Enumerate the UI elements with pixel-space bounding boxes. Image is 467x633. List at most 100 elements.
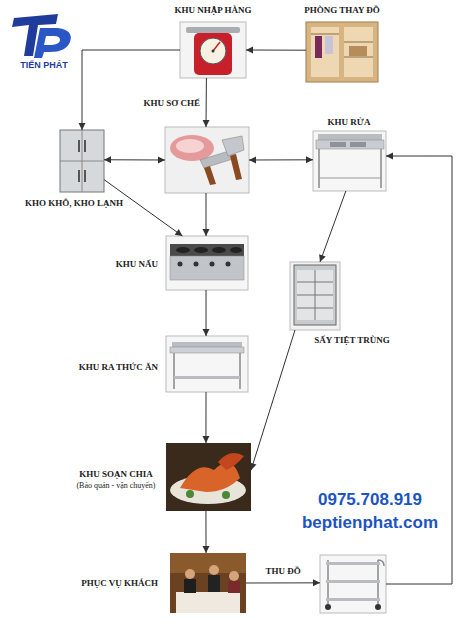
steel-table-picture [172, 342, 242, 347]
arrow-head [386, 153, 393, 160]
flow-arrow [203, 290, 210, 336]
stove-picture [178, 262, 183, 267]
restaurant-picture [170, 553, 246, 573]
sterilizer-picture [315, 270, 316, 320]
wardrobe-picture [315, 36, 322, 58]
stove-picture [194, 247, 208, 253]
cart-picture [325, 604, 331, 610]
area-label: KHU NHẬP HÀNG [175, 5, 252, 16]
restaurant-picture [208, 575, 220, 592]
area-node: KHU RA THỨC ĂN [166, 336, 248, 392]
fridge-picture [78, 140, 80, 152]
steel-table-picture [166, 336, 248, 392]
arrow-head [175, 229, 183, 236]
flow-line [251, 330, 295, 470]
sink-picture [350, 142, 366, 147]
area-label: KHU SOẠN CHIA [79, 469, 153, 480]
area-node: SẤY TIỆT TRÙNG [290, 262, 340, 330]
area-label: KHU SƠ CHẾ [143, 98, 200, 109]
brand-name: TIẾN PHÁT [20, 60, 68, 71]
flow-line [205, 392, 206, 443]
cart-picture [326, 598, 380, 601]
wardrobe-picture [325, 36, 333, 54]
arrow-head [313, 579, 320, 586]
arrow-head [319, 254, 326, 262]
sink-picture [319, 178, 381, 179]
area-label: SẤY TIỆT TRÙNG [314, 335, 390, 346]
restaurant-picture [176, 592, 240, 613]
flow-arrow [246, 47, 306, 54]
wardrobe-picture [344, 42, 373, 43]
restaurant-picture [170, 553, 246, 613]
fridge-picture [84, 170, 86, 182]
area-node: THU ĐỒ [320, 555, 386, 613]
food-platter-picture [166, 443, 251, 511]
area-label: PHỤC VỤ KHÁCH [81, 578, 158, 589]
scale-picture [180, 22, 246, 78]
sink-picture [330, 142, 346, 147]
arrow-head [79, 123, 86, 130]
steel-table-picture [173, 353, 175, 389]
area-label: KHO KHÔ, KHO LẠNH [25, 198, 123, 209]
stove-picture [230, 247, 242, 253]
wardrobe-picture [306, 22, 378, 82]
stove-picture [166, 236, 248, 290]
sink-picture [380, 149, 382, 188]
wardrobe-picture [344, 27, 373, 77]
stove-picture [170, 256, 244, 280]
wardrobe-picture [344, 57, 373, 58]
cart-picture [320, 555, 386, 613]
flow-line [104, 159, 165, 160]
arrow-head [203, 546, 210, 553]
wardrobe-picture [311, 27, 339, 77]
area-label: KHU RỬA [328, 117, 371, 128]
steel-table-picture [170, 347, 244, 353]
area-node: KHU NẤU [166, 236, 248, 290]
knives-picture [204, 166, 216, 185]
sink-picture [313, 131, 386, 191]
phone-number: 0975.708.919 [316, 490, 424, 510]
stove-picture [210, 262, 215, 267]
flow-line [249, 159, 313, 160]
area-label: KHU RA THỨC ĂN [79, 362, 158, 373]
restaurant-picture [184, 579, 196, 593]
scale-picture [186, 27, 240, 33]
area-label: KHU NẤU [116, 259, 158, 270]
sterilizer-picture [294, 265, 336, 325]
wardrobe-picture [311, 34, 339, 35]
food-platter-picture [166, 443, 251, 511]
sterilizer-picture [290, 262, 340, 330]
restaurant-picture [185, 569, 195, 579]
brand-logo [12, 14, 71, 58]
flow-line [205, 78, 206, 127]
stove-picture [166, 236, 248, 290]
area-node: KHU RỬA [313, 131, 386, 191]
knives-picture [165, 127, 249, 193]
sink-picture [316, 140, 384, 149]
cart-picture [320, 555, 386, 613]
area-node: PHÒNG THAY ĐỒ [306, 22, 378, 82]
fridge-picture [78, 170, 80, 182]
arrow-head [249, 156, 256, 163]
area-node: KHU SOẠN CHIA(Bảo quản - vận chuyển) [166, 443, 251, 511]
cart-picture [326, 580, 380, 583]
wardrobe-picture [306, 22, 378, 82]
knives-picture [230, 154, 242, 180]
food-platter-picture [222, 491, 230, 499]
fridge-picture [84, 140, 86, 152]
fridge-picture [60, 130, 104, 192]
knives-picture [176, 139, 204, 153]
area-label: THU ĐỒ [265, 566, 300, 577]
arrow-head [306, 156, 313, 163]
cart-picture [378, 560, 384, 566]
stove-picture [176, 247, 190, 253]
scale-picture [212, 50, 215, 53]
stove-picture [226, 262, 231, 267]
arrow-head [250, 462, 257, 470]
area-label: (Bảo quản - vận chuyển) [76, 481, 155, 491]
scale-picture [194, 33, 232, 75]
flow-arrow [104, 156, 165, 163]
wardrobe-picture [349, 46, 367, 56]
